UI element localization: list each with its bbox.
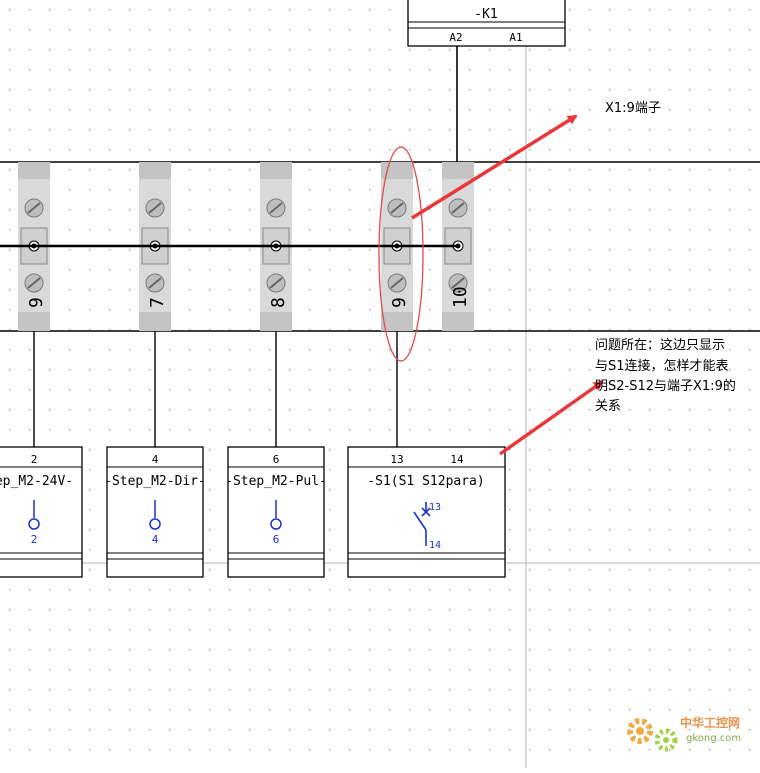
gear-icon: [627, 718, 678, 752]
switch-contact-top: 13: [429, 502, 441, 513]
contact-symbol-icon: [28, 518, 40, 530]
switch-contact-icon: [413, 502, 431, 546]
connector-step-m2-24v[interactable]: 2 ep_M2-24V- 2: [0, 446, 83, 578]
watermark-url: gkong.com: [686, 733, 741, 744]
switch-contact-bottom: 14: [429, 540, 441, 551]
relay-pin-a2: A2: [449, 31, 462, 44]
terminal-number: 10: [450, 286, 471, 308]
highlight-ellipse: [378, 146, 424, 362]
connector-top-pin: 4: [152, 453, 159, 466]
terminal-number: 7: [147, 297, 168, 308]
switch-s1[interactable]: 13 14 -S1(S1 S12para) 13 14: [347, 446, 506, 578]
connector-top-pin: 6: [273, 453, 280, 466]
contact-symbol-icon: [270, 518, 282, 530]
annotation-question-line: 问题所在：这边只显示: [595, 337, 725, 353]
terminal-number: 9: [26, 297, 47, 308]
switch-label: -S1(S1 S12para): [367, 474, 484, 489]
connector-label: ep_M2-24V-: [0, 474, 73, 489]
connector-step-m2-dir[interactable]: 4 -Step_M2-Dir- 4: [104, 446, 206, 578]
switch-pin-13: 13: [390, 453, 403, 466]
connector-label: -Step_M2-Dir-: [104, 474, 206, 489]
annotation-question-line: 明S2-S12与端子X1:9的: [595, 378, 736, 394]
relay-name: -K1: [474, 7, 497, 22]
connector-label: -Step_M2-Pul-: [225, 474, 327, 489]
relay-pin-a1: A1: [509, 31, 522, 44]
connector-top-pin: 2: [31, 453, 38, 466]
annotation-arrow-top: [411, 114, 578, 220]
connector-bottom-pin: 6: [273, 533, 280, 546]
watermark-logo: 中华工控网 gkong.com: [627, 715, 741, 752]
connector-step-m2-pul[interactable]: 6 -Step_M2-Pul- 6: [225, 446, 327, 578]
terminal-number: 9: [389, 297, 410, 308]
switch-pin-14: 14: [450, 453, 464, 466]
connector-bottom-pin: 4: [152, 533, 159, 546]
annotation-question-line: 与S1连接，怎样才能表: [595, 358, 729, 374]
watermark-name: 中华工控网: [680, 715, 740, 730]
connector-bottom-pin: 2: [31, 533, 38, 546]
annotation-question-line: 关系: [595, 399, 621, 414]
contact-symbol-icon: [149, 518, 161, 530]
terminal-number: 8: [268, 297, 289, 308]
annotation-arrow-bottom: [498, 380, 604, 456]
annotation-x1-9: X1:9端子: [605, 101, 661, 116]
relay-k1[interactable]: -K1 A2 A1: [407, 0, 566, 47]
